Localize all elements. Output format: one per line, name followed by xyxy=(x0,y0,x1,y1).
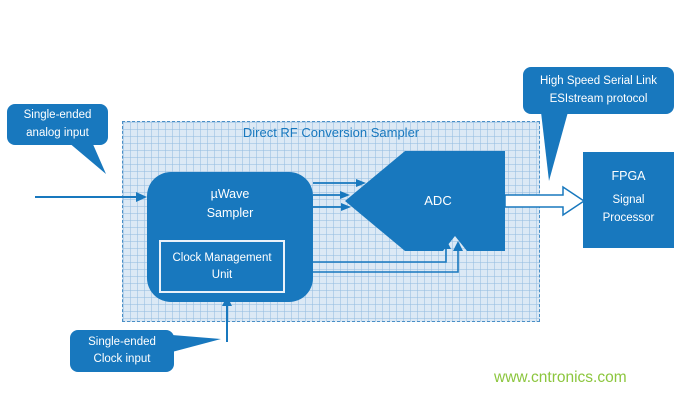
analog-input-callout-tail xyxy=(68,142,106,174)
analog-input-callout: Single-ended analog input xyxy=(7,104,108,145)
clock-input-callout: Single-ended Clock input xyxy=(70,330,174,372)
clock-management-unit-label: Clock Management Unit xyxy=(172,251,272,281)
watermark-text: www.cntronics.com xyxy=(494,369,627,386)
serial-link-callout: High Speed Serial Link ESIstream protoco… xyxy=(523,67,674,114)
fpga-block: FPGA Signal Processor xyxy=(583,152,674,248)
fpga-title: FPGA xyxy=(611,169,646,183)
serial-link-callout-tail xyxy=(541,112,568,181)
clock-input-callout-tail xyxy=(172,335,221,352)
uwave-sampler-label: µWave Sampler xyxy=(206,187,254,221)
diagram-title: Direct RF Conversion Sampler xyxy=(242,125,420,140)
fpga-subtitle: Signal Processor xyxy=(602,194,655,224)
adc-label: ADC xyxy=(424,193,452,208)
clock-management-unit-block: Clock Management Unit xyxy=(159,240,285,293)
uwave-sampler-block: µWave Sampler Clock Management Unit xyxy=(147,172,313,302)
